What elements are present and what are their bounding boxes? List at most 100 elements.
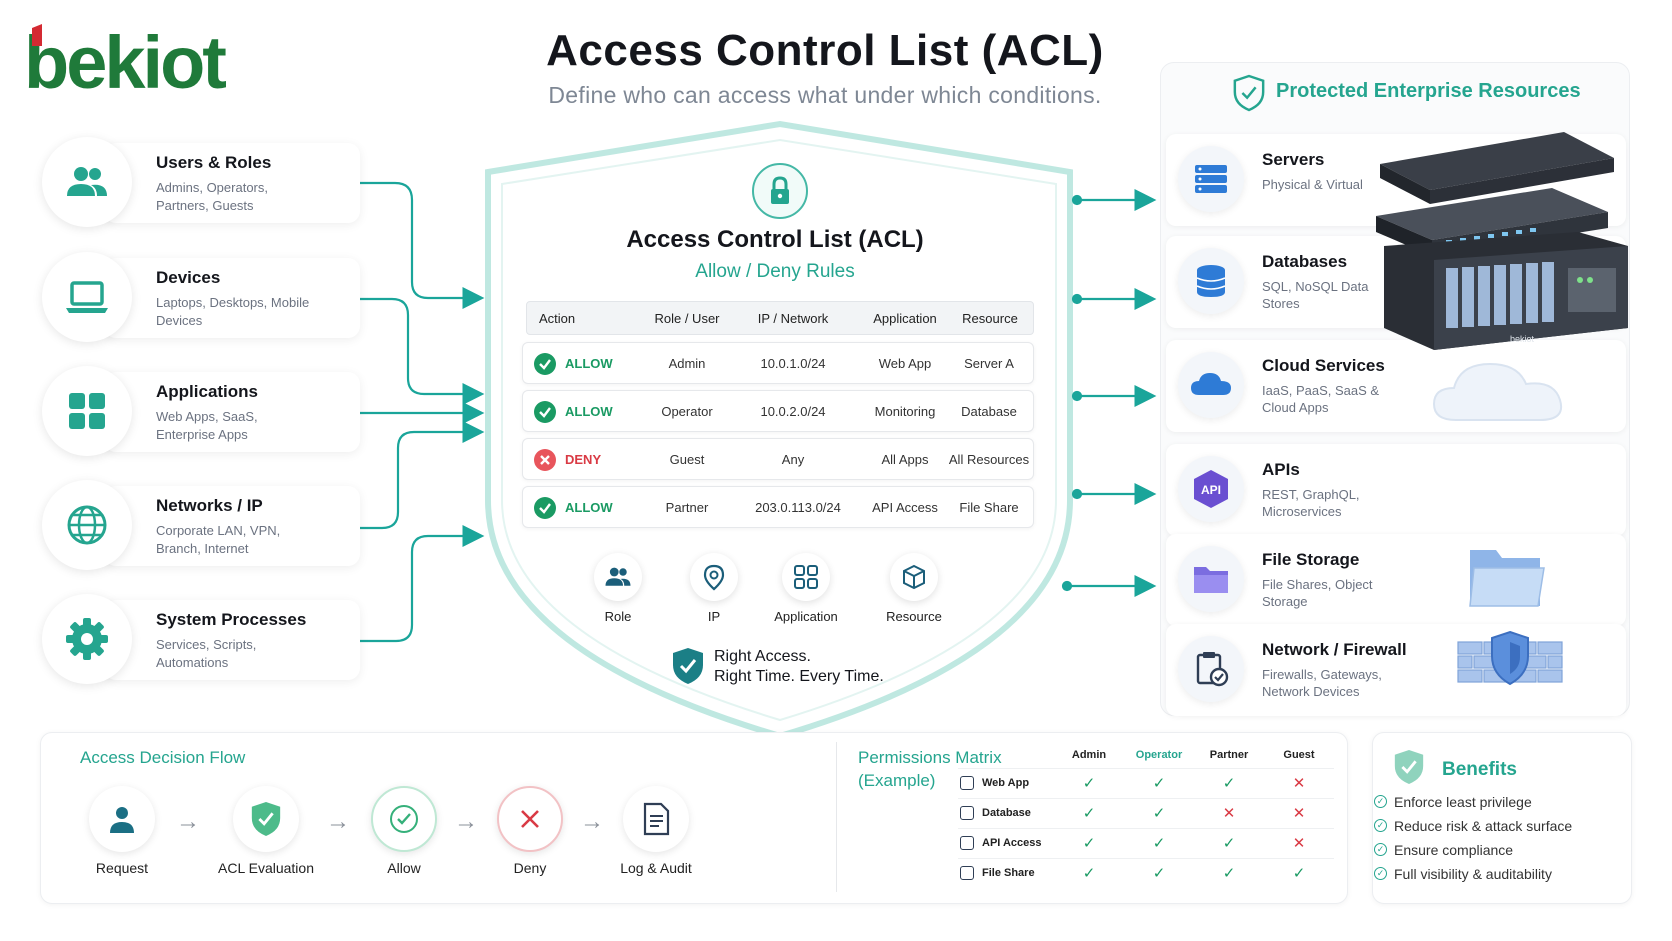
globe-icon (67, 505, 107, 545)
acl-rule-row[interactable]: DENY Guest Any All Apps All Resources (522, 438, 1034, 480)
api-icon: API (1194, 470, 1228, 508)
check-circle-icon (390, 805, 418, 833)
source-card-users: Users & Roles Admins, Operators, Partner… (42, 137, 360, 227)
resource-title: Network / Firewall (1262, 640, 1407, 659)
criteria-application: Application (756, 553, 856, 624)
gear-icon (66, 618, 108, 660)
deny-x-icon (534, 449, 556, 471)
cloud-icon (1191, 373, 1231, 395)
person-icon (110, 807, 134, 833)
server-icon (1195, 165, 1227, 193)
matrix-row-label: API Access (958, 827, 1054, 858)
x-icon (521, 810, 539, 828)
acl-rule-row[interactable]: ALLOW Admin 10.0.1.0/24 Web App Server A (522, 342, 1034, 384)
check-icon: ✓ (1194, 827, 1264, 858)
flow-step-request: Request (62, 786, 182, 876)
rule-resource: File Share (959, 499, 1019, 515)
col-header: IP / Network (757, 310, 829, 326)
matrix-row-name: File Share (982, 867, 1035, 880)
matrix-title: Permissions Matrix (Example) (858, 746, 1002, 792)
apps-grid-icon (794, 565, 818, 589)
acl-table-header: Action Role / User IP / Network Applicat… (526, 301, 1034, 335)
matrix-col-header: Admin (1071, 748, 1107, 761)
folder-icon (960, 866, 974, 881)
matrix-col-header: Partner (1209, 748, 1249, 761)
check-icon: ✓ (1054, 797, 1124, 828)
location-pin-icon (703, 564, 725, 591)
document-icon (643, 802, 670, 836)
matrix-row: File Share✓✓✓✓ (958, 857, 1334, 888)
matrix-row-label: Web App (958, 767, 1054, 798)
cube-icon (903, 564, 925, 590)
database-icon (960, 806, 974, 820)
acl-title: Access Control List (ACL) (626, 226, 924, 253)
resource-title: APIs (1262, 460, 1300, 479)
divider (836, 742, 837, 892)
shield-check-icon (1392, 748, 1426, 791)
acl-subtitle: Allow / Deny Rules (695, 261, 855, 282)
resource-desc: SQL, NoSQL Data Stores (1262, 279, 1369, 311)
check-circle-icon: ✓ (1374, 819, 1387, 832)
criteria-role: Role (568, 553, 668, 624)
laptop-icon (66, 281, 108, 313)
globe-icon (960, 776, 974, 790)
resource-desc: Firewalls, Gateways, Network Devices (1262, 667, 1382, 699)
check-icon: ✓ (1054, 767, 1124, 798)
flow-step-deny: Deny (470, 786, 590, 876)
acl-rule-row[interactable]: ALLOW Partner 203.0.113.0/24 API Access … (522, 486, 1034, 528)
rule-app: All Apps (881, 451, 929, 467)
matrix-row-label: File Share (958, 857, 1054, 888)
source-desc: Laptops, Desktops, Mobile Devices (156, 295, 310, 328)
matrix-col-header: Operator (1135, 748, 1183, 761)
flow-step-label: Request (95, 860, 149, 876)
permissions-matrix: Admin Operator Partner Guest Web App✓✓✓✕… (958, 742, 1334, 888)
source-card-processes: System Processes Services, Scripts, Auto… (42, 594, 360, 684)
benefit-item: ✓Ensure compliance (1374, 842, 1513, 858)
benefit-text: Reduce risk & attack surface (1394, 818, 1573, 834)
acl-rule-row[interactable]: ALLOW Operator 10.0.2.0/24 Monitoring Da… (522, 390, 1034, 432)
flow-step-allow: Allow (344, 786, 464, 876)
flow-step-log-audit: Log & Audit (596, 786, 716, 876)
rule-resource: All Resources (948, 451, 1030, 467)
motto-line-1: Right Access. (714, 648, 811, 665)
cloud-illustration (1430, 350, 1570, 431)
folder-illustration (1466, 542, 1546, 617)
rule-ip: 10.0.2.0/24 (760, 403, 826, 419)
check-icon: ✓ (1194, 857, 1264, 888)
resource-title: Servers (1262, 150, 1325, 169)
rule-action: ALLOW (565, 355, 613, 371)
col-header: Resource (962, 310, 1018, 326)
source-card-devices: Devices Laptops, Desktops, Mobile Device… (42, 252, 360, 342)
rule-action: ALLOW (565, 403, 613, 419)
source-title: Networks / IP (156, 496, 263, 515)
matrix-row-label: Database (958, 797, 1054, 828)
check-icon: ✓ (1264, 857, 1334, 888)
source-desc: Services, Scripts, Automations (156, 637, 257, 670)
flow-step-acl-evaluation: ACL Evaluation (206, 786, 326, 876)
matrix-corner (958, 742, 1054, 768)
benefit-text: Full visibility & auditability (1394, 866, 1552, 882)
matrix-title-line-1: Permissions Matrix (858, 748, 1002, 767)
criteria-ip: IP (664, 553, 764, 624)
shield-check-icon (670, 646, 706, 691)
resource-desc: File Shares, Object Storage (1262, 577, 1373, 609)
check-circle-icon: ✓ (1374, 795, 1387, 808)
matrix-row: Web App✓✓✓✕ (958, 767, 1334, 798)
source-title: Users & Roles (156, 153, 272, 172)
source-desc: Corporate LAN, VPN, Branch, Internet (156, 523, 281, 556)
resource-title: Cloud Services (1262, 356, 1385, 375)
apps-grid-icon (69, 393, 105, 429)
criteria-label: Application (774, 609, 838, 624)
flow-step-label: ACL Evaluation (218, 860, 314, 876)
users-icon (67, 167, 107, 196)
api-icon (960, 836, 974, 850)
rule-ip: 10.0.1.0/24 (760, 355, 826, 371)
resource-title: File Storage (1262, 550, 1360, 569)
rule-app: Monitoring (874, 403, 936, 419)
rule-action: DENY (565, 451, 602, 467)
x-icon: ✕ (1264, 827, 1334, 858)
source-card-applications: Applications Web Apps, SaaS, Enterprise … (42, 366, 360, 456)
firewall-illustration (1456, 628, 1564, 697)
check-icon: ✓ (1124, 827, 1194, 858)
matrix-row: API Access✓✓✓✕ (958, 827, 1334, 858)
